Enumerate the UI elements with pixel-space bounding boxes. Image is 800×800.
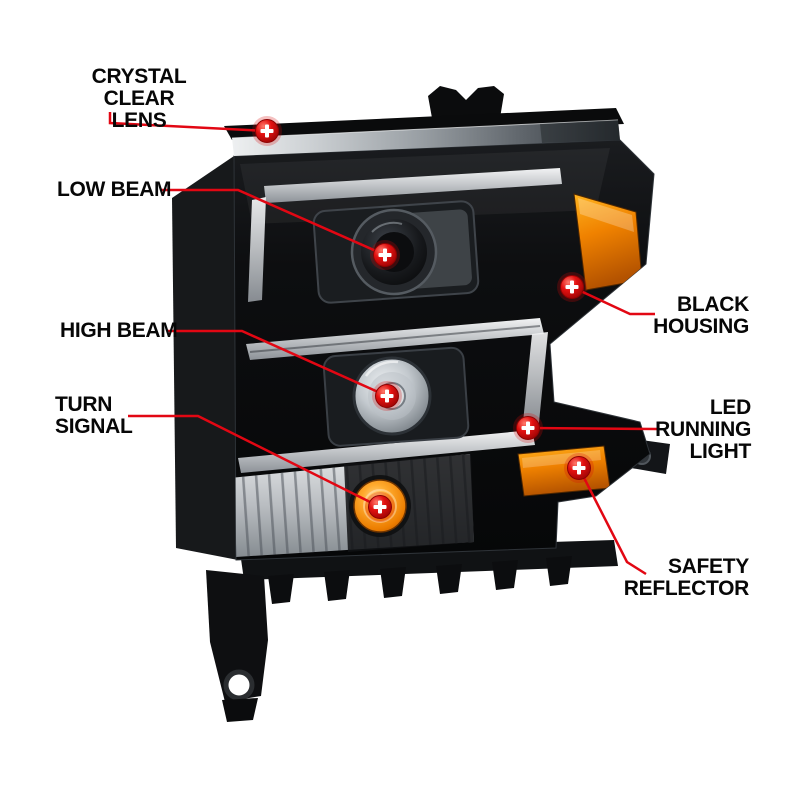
bottom-rail-tabs xyxy=(268,556,572,604)
mounting-foot xyxy=(222,698,258,722)
clear-lens-strip xyxy=(232,120,620,156)
crosshair-dot-icon-low-beam xyxy=(369,239,401,271)
callout-line-safety-reflector xyxy=(577,467,647,576)
upper-amber-gloss xyxy=(578,198,634,232)
lower-mounting-arm xyxy=(206,570,268,722)
mounting-hole xyxy=(223,669,255,701)
crosshair-dot-icon-led-running-light xyxy=(512,412,544,444)
low-beam-glint xyxy=(371,221,403,233)
lens-strip-shadow xyxy=(540,120,620,143)
led-tube-left-hook xyxy=(248,197,266,302)
top-mounting-bracket xyxy=(428,86,504,118)
crosshair-dot-icon-black-housing xyxy=(556,271,588,303)
callout-label-turn-signal: TURN SIGNAL xyxy=(55,393,133,438)
crosshair-dot-icon-crystal-clear-lens xyxy=(251,115,283,147)
housing-top-cap xyxy=(224,108,624,140)
callout-line-led-running-light xyxy=(527,426,658,431)
callout-line-low-beam xyxy=(161,188,386,257)
callout-label-black-housing: BLACK HOUSING xyxy=(653,293,749,338)
led-tube-right-connector xyxy=(522,332,548,432)
crosshair-dot-icon-turn-signal xyxy=(364,491,396,523)
callout-lines xyxy=(108,112,658,576)
callout-label-low-beam: LOW BEAM xyxy=(57,178,172,201)
high-beam-glint xyxy=(364,360,399,377)
callout-label-crystal-clear-lens: CRYSTAL CLEAR LENS xyxy=(91,65,187,132)
housing-left-face xyxy=(172,156,238,560)
callout-line-black-housing xyxy=(571,285,655,316)
callout-label-high-beam: HIGH BEAM xyxy=(60,319,178,342)
callout-label-safety-reflector: SAFETY REFLECTOR xyxy=(623,555,750,600)
callout-line-turn-signal xyxy=(128,414,381,509)
headlight-illustration xyxy=(172,86,670,722)
lens-strip-highlight xyxy=(231,119,619,139)
crosshair-dot-icon-safety-reflector xyxy=(563,452,595,484)
led-tube-middle-seam xyxy=(249,325,541,353)
led-tube-top xyxy=(264,168,562,203)
led-tube-lower xyxy=(238,430,535,473)
callout-line-high-beam xyxy=(168,329,388,398)
callout-label-led-running-light: LED RUNNING LIGHT xyxy=(655,396,751,463)
housing-internals xyxy=(234,148,643,557)
callout-line-crystal-clear-lens xyxy=(108,112,268,133)
crosshair-dot-icon-high-beam xyxy=(371,380,403,412)
